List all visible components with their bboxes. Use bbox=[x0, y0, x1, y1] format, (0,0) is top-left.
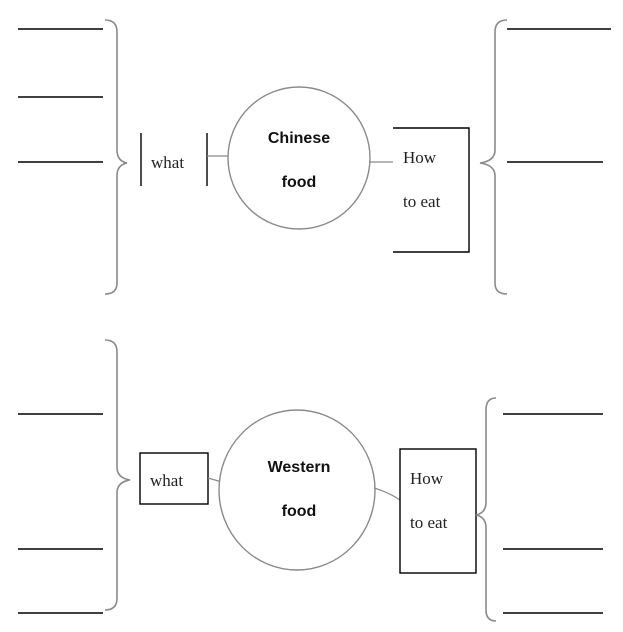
how-label-line2: to eat bbox=[403, 192, 441, 211]
how-label-line1: How bbox=[403, 148, 437, 167]
center-topic-line1: Western bbox=[268, 459, 331, 476]
what-label: what bbox=[150, 471, 183, 490]
how-to-eat-box bbox=[399, 448, 477, 574]
center-topic-circle bbox=[227, 86, 371, 230]
western-food-diagram: what Western food How to eat bbox=[18, 339, 603, 622]
right-brace bbox=[479, 19, 508, 295]
center-topic-circle bbox=[218, 409, 376, 571]
what-label: what bbox=[151, 153, 184, 172]
left-brace bbox=[104, 339, 131, 611]
left-brace bbox=[104, 19, 128, 295]
connector-right bbox=[373, 487, 401, 501]
center-topic-line2: food bbox=[282, 174, 317, 191]
right-brace bbox=[475, 397, 497, 622]
how-to-eat-box bbox=[393, 127, 470, 253]
chinese-food-diagram: what Chinese food How to eat bbox=[18, 19, 611, 295]
center-topic-line1: Chinese bbox=[268, 130, 330, 147]
center-topic-line2: food bbox=[282, 503, 317, 520]
how-label-line1: How bbox=[410, 469, 444, 488]
how-label-line2: to eat bbox=[410, 513, 448, 532]
